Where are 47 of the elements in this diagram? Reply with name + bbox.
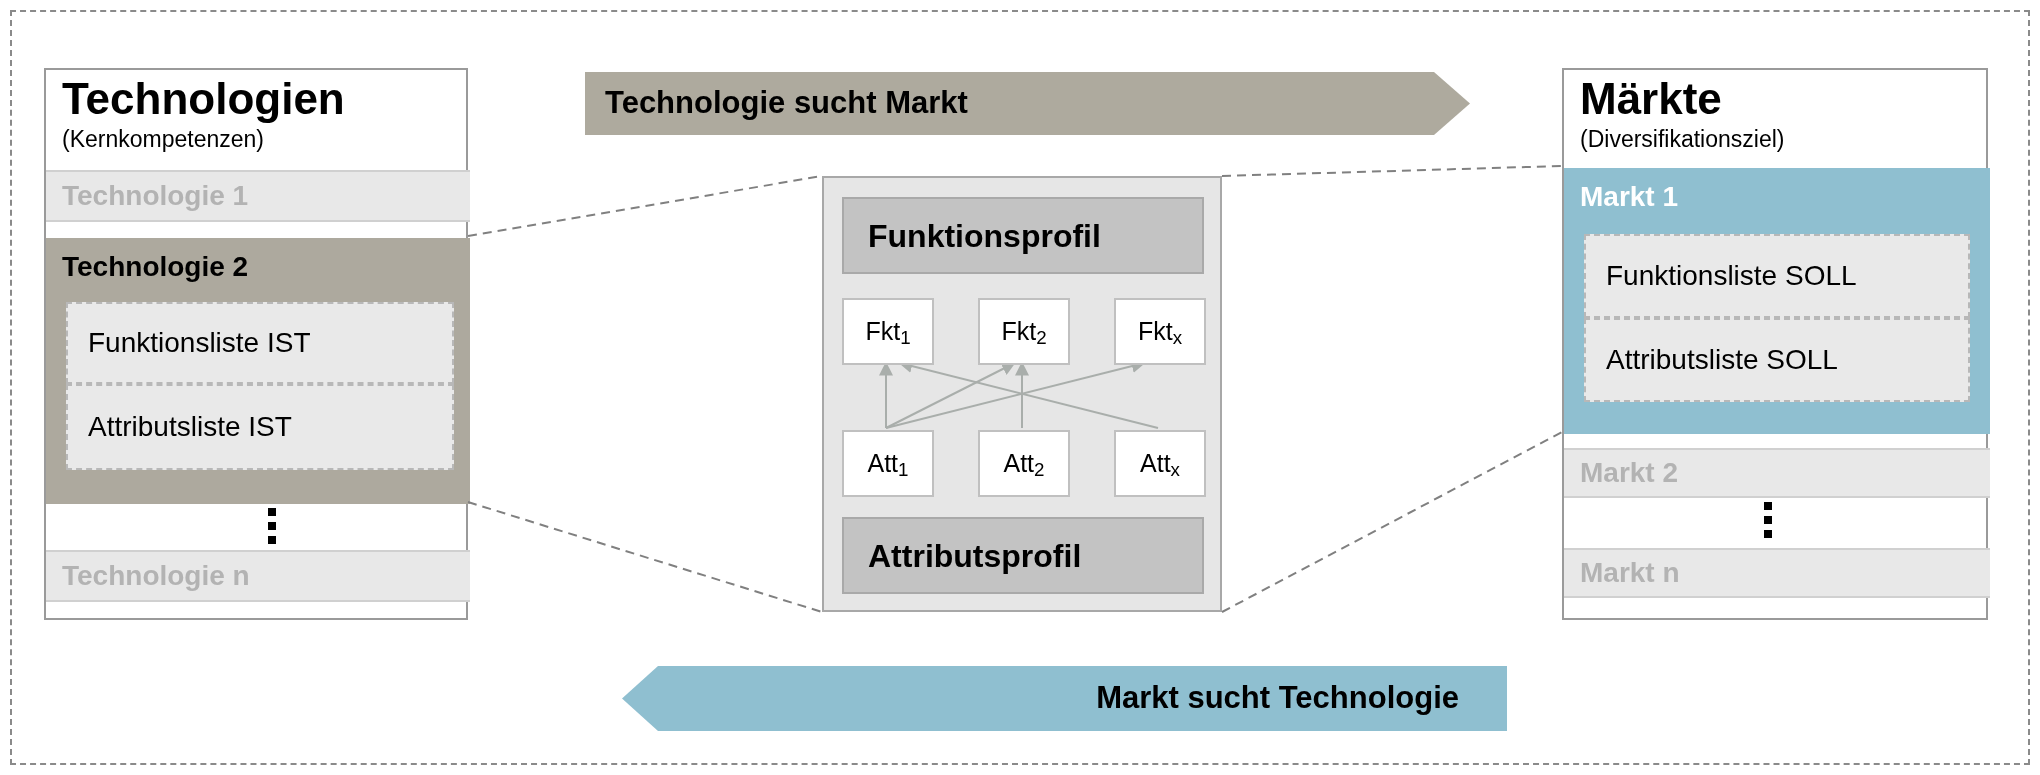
list-panel bbox=[1562, 68, 1988, 620]
list-label: Attributsliste IST bbox=[88, 410, 292, 444]
profile-box bbox=[842, 517, 1204, 594]
dashed-list-box bbox=[1584, 234, 1970, 318]
arrow-label: Technologie sucht Markt bbox=[605, 84, 968, 123]
item-box bbox=[842, 298, 934, 365]
item-label: Fkt$_{1}$ bbox=[865, 315, 911, 351]
arrow-banner bbox=[622, 666, 1507, 731]
profile-label: Attributsprofil bbox=[868, 536, 1082, 576]
arrow-label: Markt sucht Technologie bbox=[1096, 679, 1459, 718]
dashed-connector bbox=[467, 501, 823, 613]
item-label: Att$_{x}$ bbox=[1140, 447, 1180, 483]
item-box bbox=[1114, 298, 1206, 365]
dashed-connector bbox=[1221, 165, 1563, 177]
profile-label: Funktionsprofil bbox=[868, 216, 1101, 256]
item-label: Att$_{2}$ bbox=[1003, 447, 1045, 483]
item-box bbox=[842, 430, 934, 497]
list-label: Attributsliste SOLL bbox=[1606, 343, 1838, 377]
panel-subtitle: (Diversifikationsziel) bbox=[1580, 124, 1786, 154]
list-row bbox=[46, 170, 470, 222]
item-box bbox=[1114, 430, 1206, 497]
list-row bbox=[1564, 548, 1990, 598]
row-heading: Markt 1 bbox=[1580, 180, 1680, 214]
item-label: Fkt$_{2}$ bbox=[1001, 315, 1047, 351]
highlighted-row bbox=[1564, 168, 1990, 434]
item-label: Fkt$_{x}$ bbox=[1137, 315, 1183, 351]
profile-box bbox=[842, 197, 1204, 274]
list-row bbox=[46, 550, 470, 602]
dashed-list-box bbox=[66, 384, 454, 470]
item-box bbox=[978, 430, 1070, 497]
row-heading: Technologie 2 bbox=[62, 250, 250, 284]
arrow bbox=[885, 362, 1016, 429]
list-label: Funktionsliste SOLL bbox=[1606, 259, 1857, 293]
list-panel bbox=[44, 68, 468, 620]
panel-title: Märkte bbox=[1580, 74, 1723, 125]
panel-subtitle: (Kernkompetenzen) bbox=[62, 124, 265, 154]
item-box bbox=[978, 298, 1070, 365]
list-row bbox=[1564, 448, 1990, 498]
detail-panel bbox=[822, 176, 1222, 612]
panel-title: Technologien bbox=[62, 74, 346, 125]
dashed-list-box bbox=[1584, 318, 1970, 402]
dashed-list-box bbox=[66, 302, 454, 384]
item-label: Att$_{1}$ bbox=[867, 447, 909, 483]
arrow-banner bbox=[585, 72, 1470, 135]
list-label: Funktionsliste IST bbox=[88, 326, 311, 360]
dashed-connector bbox=[1221, 431, 1563, 613]
highlighted-row bbox=[46, 238, 470, 504]
